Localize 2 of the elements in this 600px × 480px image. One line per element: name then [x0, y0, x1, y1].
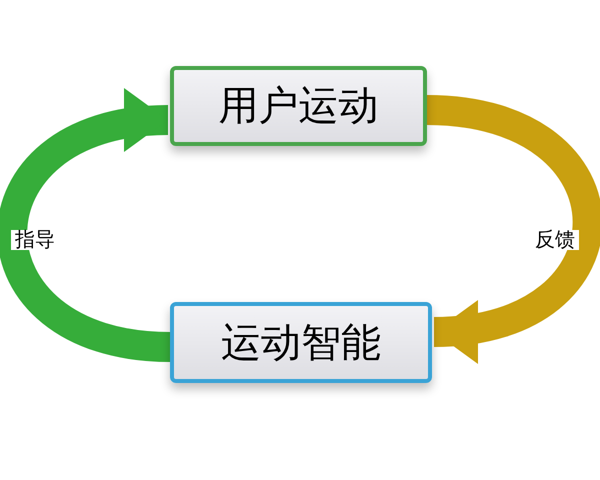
process-box: 用户运动: [170, 66, 427, 146]
process-box: 运动智能: [170, 302, 432, 383]
